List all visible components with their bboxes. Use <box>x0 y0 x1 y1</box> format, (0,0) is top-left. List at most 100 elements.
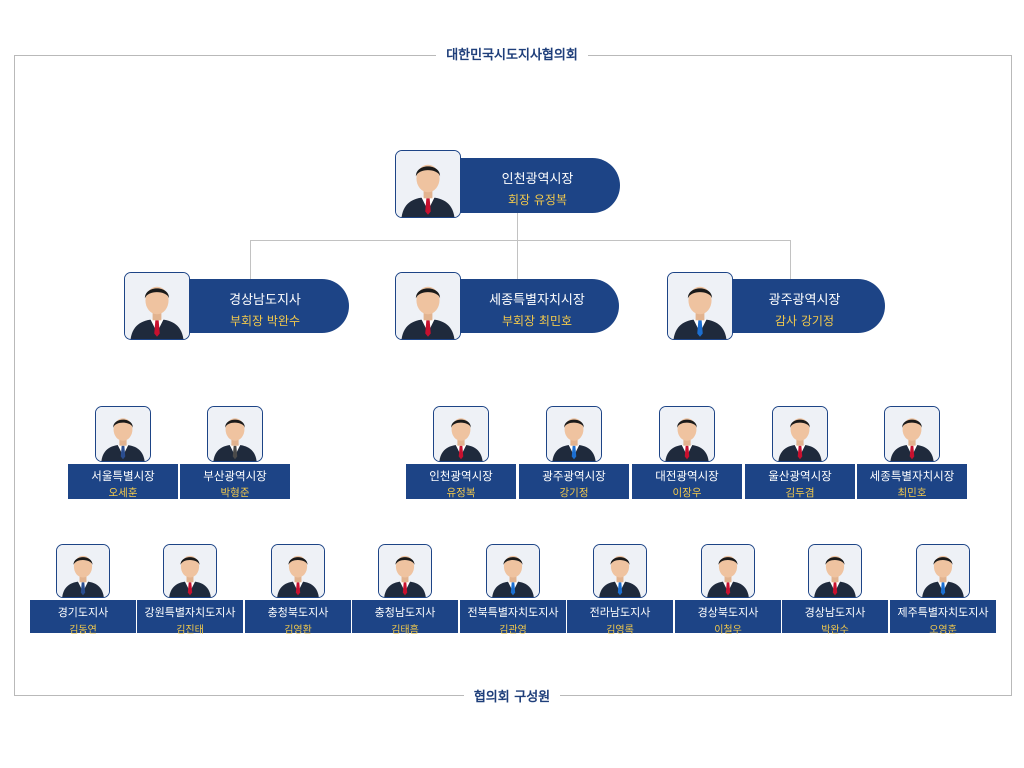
leader-subtitle: 부회장 최민호 <box>501 314 573 328</box>
member-title: 인천광역시장 <box>429 469 493 483</box>
person-portrait-icon <box>378 544 432 598</box>
connector-line <box>517 240 518 280</box>
member-card[interactable]: 울산광역시장 김두겸 <box>745 406 855 499</box>
person-portrait-icon <box>593 544 647 598</box>
member-label: 충청남도지사 김태흠 <box>352 600 458 636</box>
member-name: 박완수 <box>821 625 849 636</box>
person-portrait-icon <box>916 544 970 598</box>
member-name: 김태흠 <box>391 625 419 636</box>
member-title: 강원특별자치도지사 <box>144 606 236 619</box>
member-title: 경기도지사 <box>57 606 109 619</box>
footer-title: 협의회 구성원 <box>463 690 561 705</box>
person-portrait-icon <box>884 406 940 462</box>
member-name: 김영록 <box>606 625 634 636</box>
connector-line <box>250 240 791 241</box>
person-portrait-icon <box>433 406 489 462</box>
member-card[interactable]: 제주특별자치도지사 오영훈 <box>890 544 996 636</box>
leader-title: 광주광역시장 <box>768 293 841 308</box>
leader-subtitle: 회장 유정복 <box>507 193 567 207</box>
leader-card-president[interactable]: 인천광역시장 회장 유정복 <box>445 158 620 213</box>
member-title: 충청남도지사 <box>374 606 436 619</box>
member-card[interactable]: 인천광역시장 유정복 <box>406 406 516 499</box>
member-title: 세종특별자치시장 <box>869 469 955 483</box>
member-label: 충청북도지사 김영환 <box>245 600 351 636</box>
member-label: 경상남도지사 박완수 <box>782 600 888 636</box>
member-name: 김영환 <box>284 625 312 636</box>
header-title-wrap: 대한민국시도지사협의회 <box>0 44 1024 63</box>
leader-title: 경상남도지사 <box>229 293 301 308</box>
member-title: 서울특별시장 <box>91 469 155 483</box>
leader-title: 세종특별자치시장 <box>489 293 585 308</box>
leader-card-vice-president-1[interactable]: 경상남도지사 부회장 박완수 <box>175 279 349 333</box>
connector-line <box>517 213 518 241</box>
person-portrait-icon <box>701 544 755 598</box>
member-name: 유정복 <box>446 487 476 499</box>
member-card[interactable]: 경상남도지사 박완수 <box>782 544 888 636</box>
person-portrait-icon <box>659 406 715 462</box>
person-portrait-icon <box>395 272 461 340</box>
person-portrait-icon <box>271 544 325 598</box>
member-card[interactable]: 강원특별자치도지사 김진태 <box>137 544 243 636</box>
member-label: 전북특별자치도지사 김관영 <box>460 600 566 636</box>
leader-card-vice-president-2[interactable]: 세종특별자치시장 부회장 최민호 <box>445 279 619 333</box>
member-label: 서울특별시장 오세훈 <box>68 464 178 499</box>
member-name: 이장우 <box>672 487 702 499</box>
person-portrait-icon <box>667 272 733 340</box>
member-title: 경상남도지사 <box>804 606 866 619</box>
member-card[interactable]: 광주광역시장 강기정 <box>519 406 629 499</box>
person-portrait-icon <box>95 406 151 462</box>
person-portrait-icon <box>124 272 190 340</box>
person-portrait-icon <box>546 406 602 462</box>
member-name: 김동연 <box>69 625 97 636</box>
member-name: 최민호 <box>897 487 927 499</box>
member-card[interactable]: 대전광역시장 이장우 <box>632 406 742 499</box>
member-card[interactable]: 서울특별시장 오세훈 <box>68 406 178 499</box>
member-card[interactable]: 부산광역시장 박형준 <box>180 406 290 499</box>
member-label: 전라남도지사 김영록 <box>567 600 673 636</box>
member-name: 김관영 <box>499 625 527 636</box>
connector-line <box>250 240 251 280</box>
member-title: 제주특별자치도지사 <box>897 606 989 619</box>
member-name: 김두겸 <box>785 487 815 499</box>
person-portrait-icon <box>395 150 461 218</box>
member-title: 경상북도지사 <box>697 606 759 619</box>
member-label: 광주광역시장 강기정 <box>519 464 629 499</box>
member-title: 충청북도지사 <box>267 606 329 619</box>
member-title: 부산광역시장 <box>203 469 267 483</box>
member-title: 전라남도지사 <box>589 606 651 619</box>
member-title: 울산광역시장 <box>768 469 832 483</box>
member-card[interactable]: 세종특별자치시장 최민호 <box>857 406 967 499</box>
member-label: 경기도지사 김동연 <box>30 600 136 636</box>
leader-subtitle: 부회장 박완수 <box>229 314 301 328</box>
leader-title: 인천광역시장 <box>501 172 574 187</box>
connector-line <box>790 240 791 280</box>
footer-title-wrap: 협의회 구성원 <box>0 686 1024 705</box>
member-title: 대전광역시장 <box>655 469 719 483</box>
member-name: 이철우 <box>714 625 742 636</box>
member-card[interactable]: 경상북도지사 이철우 <box>675 544 781 636</box>
person-portrait-icon <box>56 544 110 598</box>
member-title: 전북특별자치도지사 <box>467 606 559 619</box>
member-card[interactable]: 전라남도지사 김영록 <box>567 544 673 636</box>
person-portrait-icon <box>163 544 217 598</box>
person-portrait-icon <box>207 406 263 462</box>
person-portrait-icon <box>808 544 862 598</box>
person-portrait-icon <box>486 544 540 598</box>
member-card[interactable]: 전북특별자치도지사 김관영 <box>460 544 566 636</box>
member-name: 오세훈 <box>108 487 138 499</box>
member-card[interactable]: 경기도지사 김동연 <box>30 544 136 636</box>
member-label: 대전광역시장 이장우 <box>632 464 742 499</box>
member-title: 광주광역시장 <box>542 469 606 483</box>
member-card[interactable]: 충청남도지사 김태흠 <box>352 544 458 636</box>
leader-card-auditor[interactable]: 광주광역시장 감사 강기정 <box>718 279 885 333</box>
member-card[interactable]: 충청북도지사 김영환 <box>245 544 351 636</box>
member-name: 오영훈 <box>929 625 957 636</box>
leader-subtitle: 감사 강기정 <box>774 314 834 328</box>
member-label: 제주특별자치도지사 오영훈 <box>890 600 996 636</box>
person-portrait-icon <box>772 406 828 462</box>
member-label: 울산광역시장 김두겸 <box>745 464 855 499</box>
member-label: 부산광역시장 박형준 <box>180 464 290 499</box>
member-name: 김진태 <box>176 625 204 636</box>
member-name: 강기정 <box>559 487 589 499</box>
header-title: 대한민국시도지사협의회 <box>436 48 588 63</box>
